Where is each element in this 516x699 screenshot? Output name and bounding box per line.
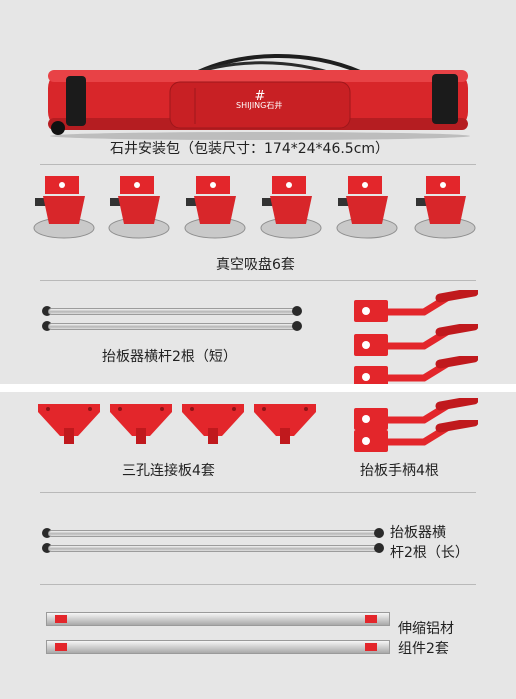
aluminum-label-line1: 伸缩铝材 [398, 621, 454, 637]
lifting-handle-image [354, 420, 478, 452]
installation-bag-image: # [48, 54, 470, 140]
connecting-plate-label: 三孔连接板4套 [122, 463, 215, 479]
long-bar-label-line2: 杆2根（长） [390, 545, 469, 561]
lifting-handle-image [354, 324, 478, 356]
svg-text:#: # [255, 89, 266, 104]
lifting-handle-label: 抬板手柄4根 [360, 463, 439, 479]
divider [40, 492, 476, 493]
divider [40, 280, 476, 281]
short-bar-image [48, 323, 296, 330]
aluminum-profile-image [46, 640, 390, 654]
aluminum-red-clip [55, 643, 67, 651]
suction-cup-label: 真空吸盘6套 [216, 257, 295, 273]
aluminum-profile-image [46, 612, 390, 626]
suction-cup-image [414, 176, 476, 239]
suction-cup-image [184, 176, 246, 239]
white-band [0, 384, 516, 392]
bar-end-cap [292, 321, 302, 331]
suction-cup-image [33, 176, 95, 239]
aluminum-red-clip [365, 615, 377, 623]
long-bar-image [48, 545, 378, 552]
divider [40, 164, 476, 165]
suction-cup-image [108, 176, 170, 239]
lifting-handle-image [354, 356, 478, 388]
connecting-plate-image [254, 404, 316, 444]
suction-cup-image [336, 176, 398, 239]
lifting-handle-image [354, 290, 478, 322]
connecting-plate-image [182, 404, 244, 444]
connecting-plate-image [110, 404, 172, 444]
bar-end-cap [42, 321, 52, 331]
suction-cup-image [260, 176, 322, 239]
short-bar-image [48, 308, 296, 315]
bag-logo-text: SHIJING石井 [236, 101, 283, 110]
long-bar-image [48, 530, 378, 537]
bar-end-cap [374, 528, 384, 538]
bar-end-cap [42, 543, 52, 553]
connecting-plate-image [38, 404, 100, 444]
bar-end-cap [42, 528, 52, 538]
aluminum-red-clip [365, 643, 377, 651]
bar-end-cap [292, 306, 302, 316]
bar-end-cap [42, 306, 52, 316]
short-bar-label: 抬板器横杆2根（短） [102, 349, 237, 365]
long-bar-label-line1: 抬板器横 [390, 525, 446, 541]
aluminum-red-clip [55, 615, 67, 623]
aluminum-label-line2: 组件2套 [398, 641, 449, 657]
bar-end-cap [374, 543, 384, 553]
divider [40, 584, 476, 585]
lifting-handle-image [354, 398, 478, 430]
bag-label: 石井安装包（包装尺寸：174*24*46.5cm） [110, 141, 390, 157]
